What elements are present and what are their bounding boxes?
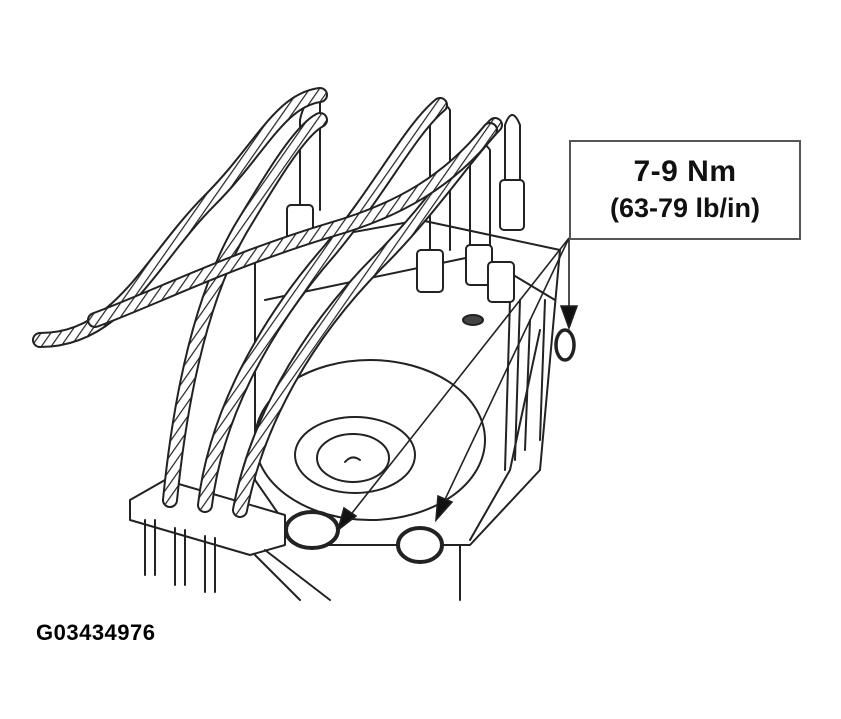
bolt-right	[554, 328, 576, 362]
leader-arrows	[336, 237, 579, 533]
bolt-lower-left	[284, 510, 340, 550]
torque-imperial-label: (63-79 lb/in)	[609, 193, 761, 223]
module-body	[254, 219, 561, 546]
bolt-lower-center	[396, 526, 444, 564]
torque-metric-label: 7-9 Nm	[633, 155, 737, 188]
torque-callout-box: 7-9 Nm (63-79 lb/in)	[569, 140, 801, 240]
figure-id-label: G03434976	[36, 620, 156, 645]
